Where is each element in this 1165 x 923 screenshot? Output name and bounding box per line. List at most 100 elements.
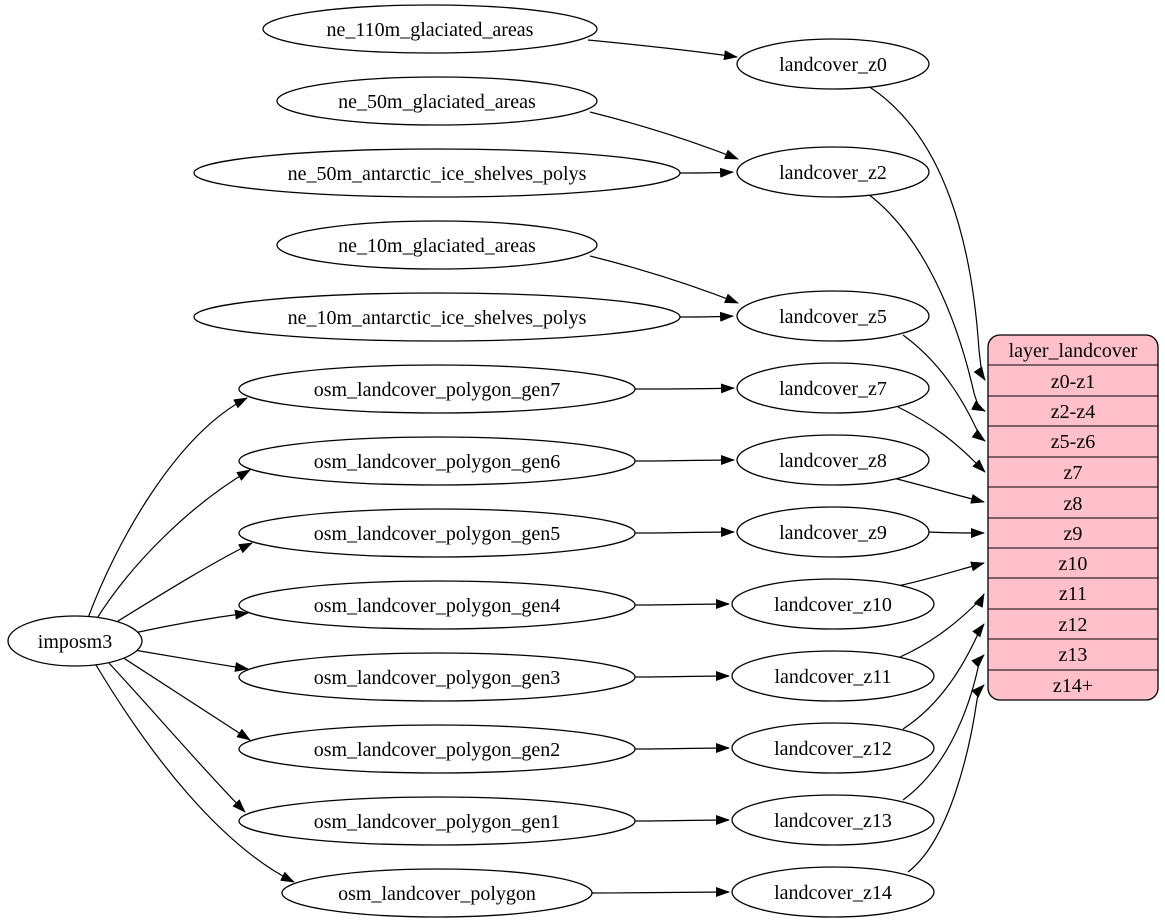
edge-gen2-to-z12 bbox=[634, 743, 730, 754]
node-shape bbox=[736, 146, 930, 198]
node-landcover-z8: landcover_z8 bbox=[736, 434, 930, 486]
edge-z12-to-row-z12 bbox=[902, 623, 985, 730]
edge-ne50m-glaciated-to-z2 bbox=[589, 111, 739, 160]
edge-imposm3-to-gen4 bbox=[133, 609, 249, 634]
edge-z0-to-row-z0z1 bbox=[867, 85, 986, 381]
node-osm-landcover-polygon-gen6: osm_landcover_polygon_gen6 bbox=[238, 436, 636, 486]
node-landcover-z13: landcover_z13 bbox=[731, 794, 935, 846]
node-label: osm_landcover_polygon_gen4 bbox=[314, 595, 561, 617]
node-shape bbox=[238, 364, 636, 414]
node-ne-50m-glaciated-areas: ne_50m_glaciated_areas bbox=[276, 76, 598, 126]
node-shape bbox=[731, 722, 935, 774]
edge-polygon-to-z14 bbox=[591, 887, 730, 898]
edge-gen6-to-z8 bbox=[634, 455, 735, 466]
edge-gen5-to-z9 bbox=[634, 527, 735, 538]
node-shape bbox=[238, 652, 636, 702]
edge-imposm3-to-polygon bbox=[95, 664, 295, 883]
node-ne-10m-antarctic-ice-shelves-polys: ne_10m_antarctic_ice_shelves_polys bbox=[193, 292, 681, 342]
edge-imposm3-to-gen6 bbox=[95, 469, 251, 621]
node-shape bbox=[238, 508, 636, 558]
node-landcover-z10: landcover_z10 bbox=[731, 578, 935, 630]
node-osm-landcover-polygon-gen1: osm_landcover_polygon_gen1 bbox=[238, 796, 636, 846]
node-osm-landcover-polygon: osm_landcover_polygon bbox=[281, 868, 593, 918]
node-label: osm_landcover_polygon bbox=[338, 883, 536, 905]
node-label: landcover_z2 bbox=[779, 162, 887, 184]
node-shape bbox=[238, 724, 636, 774]
edge-z2-to-row-z2z4 bbox=[867, 193, 986, 412]
layer-row-z8: z8 bbox=[1064, 493, 1083, 515]
layer-row-z11: z11 bbox=[1059, 583, 1087, 605]
node-shape bbox=[262, 4, 598, 54]
edge-imposm3-to-gen2 bbox=[121, 656, 251, 741]
node-label: osm_landcover_polygon_gen6 bbox=[314, 451, 561, 473]
node-shape bbox=[731, 794, 935, 846]
edge-z11-to-row-z11 bbox=[899, 593, 985, 658]
node-label: landcover_z10 bbox=[774, 594, 892, 616]
node-label: landcover_z0 bbox=[779, 54, 887, 76]
node-label: landcover_z13 bbox=[774, 810, 892, 832]
layer-row-z13: z13 bbox=[1059, 644, 1088, 666]
node-label: landcover_z7 bbox=[779, 378, 887, 400]
layer-row-z0-z1: z0-z1 bbox=[1051, 371, 1095, 393]
node-shape bbox=[736, 434, 930, 486]
edge-gen3-to-z11 bbox=[634, 671, 730, 682]
edge-z7-to-row-z7 bbox=[897, 406, 986, 473]
edge-ne10m-antarctic-to-z5 bbox=[679, 311, 734, 322]
node-shape bbox=[731, 866, 935, 918]
layer-landcover-table: layer_landcover z0-z1 z2-z4 z5-z6 z7 z8 … bbox=[987, 334, 1159, 701]
edge-imposm3-to-gen7 bbox=[87, 397, 248, 619]
node-label: osm_landcover_polygon_gen3 bbox=[314, 667, 561, 689]
node-imposm3-shape bbox=[7, 615, 143, 667]
node-label: ne_50m_antarctic_ice_shelves_polys bbox=[288, 163, 587, 185]
node-osm-landcover-polygon-gen2: osm_landcover_polygon_gen2 bbox=[238, 724, 636, 774]
node-shape bbox=[736, 38, 930, 90]
edge-group bbox=[87, 39, 986, 898]
node-label: osm_landcover_polygon_gen5 bbox=[314, 523, 561, 545]
layer-row-z10: z10 bbox=[1059, 553, 1088, 575]
node-label: ne_50m_glaciated_areas bbox=[338, 91, 536, 113]
node-landcover-z2: landcover_z2 bbox=[736, 146, 930, 198]
node-landcover-z9: landcover_z9 bbox=[736, 506, 930, 558]
edge-z9-to-row-z9 bbox=[928, 527, 985, 538]
node-label: landcover_z12 bbox=[774, 738, 892, 760]
node-shape bbox=[238, 796, 636, 846]
node-imposm3: imposm3 bbox=[7, 615, 143, 667]
node-label: landcover_z5 bbox=[779, 306, 887, 328]
node-label: ne_10m_antarctic_ice_shelves_polys bbox=[288, 307, 587, 329]
node-shape bbox=[736, 362, 930, 414]
layer-row-z7: z7 bbox=[1064, 462, 1083, 484]
node-ne-10m-glaciated-areas: ne_10m_glaciated_areas bbox=[276, 220, 598, 270]
edge-z10-to-row-z10 bbox=[897, 561, 985, 587]
layer-row-z12: z12 bbox=[1059, 614, 1088, 636]
node-landcover-z0: landcover_z0 bbox=[736, 38, 930, 90]
edge-z8-to-row-z8 bbox=[892, 477, 985, 504]
node-shape bbox=[736, 290, 930, 342]
node-shape bbox=[731, 650, 935, 702]
edge-ne10m-glaciated-to-z5 bbox=[589, 255, 739, 304]
node-label: landcover_z14 bbox=[774, 882, 892, 904]
edge-gen4-to-z10 bbox=[634, 599, 730, 610]
node-label: landcover_z9 bbox=[779, 522, 887, 544]
node-shape bbox=[276, 220, 598, 270]
node-osm-landcover-polygon-gen5: osm_landcover_polygon_gen5 bbox=[238, 508, 636, 558]
edge-z13-to-row-z13 bbox=[902, 654, 985, 801]
node-ne-110m-glaciated-areas: ne_110m_glaciated_areas bbox=[262, 4, 598, 54]
node-osm-landcover-polygon-gen3: osm_landcover_polygon_gen3 bbox=[238, 652, 636, 702]
node-imposm3-label: imposm3 bbox=[38, 631, 112, 653]
node-shape bbox=[238, 580, 636, 630]
node-shape bbox=[193, 148, 681, 198]
node-shape bbox=[731, 578, 935, 630]
node-label: osm_landcover_polygon_gen7 bbox=[314, 379, 561, 401]
edge-z5-to-row-z5z6 bbox=[902, 334, 986, 442]
edge-imposm3-to-gen5 bbox=[109, 542, 253, 627]
node-label: landcover_z11 bbox=[775, 666, 892, 688]
node-label: landcover_z8 bbox=[779, 450, 887, 472]
node-label: osm_landcover_polygon_gen2 bbox=[314, 739, 561, 761]
node-shape bbox=[281, 868, 593, 918]
node-landcover-z12: landcover_z12 bbox=[731, 722, 935, 774]
edge-imposm3-to-gen1 bbox=[107, 661, 246, 813]
edge-gen7-to-z7 bbox=[634, 383, 735, 394]
node-ne-50m-antarctic-ice-shelves-polys: ne_50m_antarctic_ice_shelves_polys bbox=[193, 148, 681, 198]
